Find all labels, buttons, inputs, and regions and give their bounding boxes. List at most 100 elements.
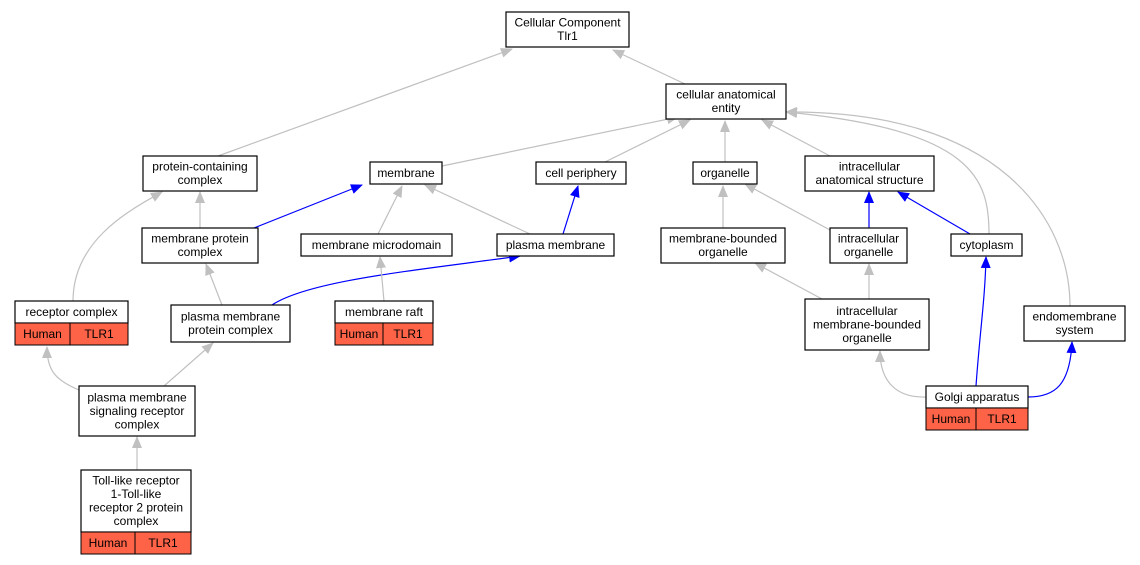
- node-label-line: receptor complex: [25, 305, 117, 319]
- node-label-line: cell periphery: [545, 166, 616, 180]
- node-box: [804, 298, 930, 351]
- node-mmd[interactable]: membrane microdomain: [300, 233, 453, 257]
- node-label-line: complex: [178, 173, 223, 187]
- node-box: [804, 155, 935, 192]
- node-label-line: organelle: [842, 331, 892, 345]
- node-cyto[interactable]: cytoplasm: [950, 233, 1023, 257]
- node-box: [369, 161, 443, 185]
- node-label-line: intracellular: [836, 304, 897, 318]
- edge-pm-to-membrane: [424, 184, 531, 235]
- node-label-line: complex: [115, 417, 160, 431]
- edge-golgi-to-ems: [1027, 341, 1077, 398]
- annotation-cell: [69, 322, 129, 346]
- node-organelle[interactable]: organelle: [692, 161, 758, 185]
- annotation-gene: TLR1: [393, 327, 423, 341]
- node-label-line: plasma membrane: [506, 238, 606, 252]
- node-box: [78, 385, 196, 437]
- edges-layer: [42, 48, 1077, 470]
- node-cellper[interactable]: cell periphery: [535, 161, 627, 185]
- edge-ias-to-cae: [761, 119, 831, 157]
- edge-mmd-to-membrane: [377, 185, 403, 235]
- node-label-line: membrane-bounded: [669, 232, 777, 246]
- node-membrane[interactable]: membrane: [369, 161, 443, 185]
- node-box: [692, 161, 758, 185]
- edge-mpc-to-membrane: [253, 184, 363, 229]
- edge-pmpc-to-mpc: [205, 263, 223, 306]
- node-box: [170, 304, 291, 343]
- edge-golgi-to-cyto: [975, 256, 991, 387]
- node-label-line: membrane raft: [345, 305, 424, 319]
- node-label-line: cytoplasm: [959, 238, 1013, 252]
- annotation-cell: [382, 322, 434, 346]
- annotation-species: Human: [23, 327, 62, 341]
- node-box: [950, 233, 1023, 257]
- node-label-line: Tlr1: [557, 29, 578, 43]
- annotation-gene: TLR1: [987, 412, 1017, 426]
- node-label-line: organelle: [700, 166, 750, 180]
- node-label-line: complex: [114, 514, 159, 528]
- edge-cyto-to-cae: [785, 108, 990, 235]
- annotation-species: Human: [89, 536, 128, 550]
- node-box: [665, 83, 787, 120]
- node-label-line: plasma membrane: [181, 310, 281, 324]
- edge-pm-to-cellper: [562, 185, 580, 235]
- edge-pmpc-to-pm: [271, 252, 521, 306]
- edge-imbo-to-mbo: [754, 262, 823, 300]
- node-label-line: Cellular Component: [514, 16, 621, 30]
- edge-pmsrc-to-rc: [42, 346, 80, 391]
- node-box: [142, 155, 258, 192]
- node-box: [660, 227, 786, 264]
- node-label-line: protein complex: [188, 323, 273, 337]
- edge-cellper-to-cae: [604, 119, 691, 163]
- node-box: [505, 11, 630, 48]
- edge-pcc-to-root: [217, 48, 513, 157]
- annotation-cell: [975, 407, 1029, 431]
- node-label-line: intracellular: [838, 232, 899, 246]
- node-box: [300, 233, 453, 257]
- annotation-gene: TLR1: [84, 327, 114, 341]
- node-label-line: endomembrane: [1032, 310, 1116, 324]
- node-box: [80, 469, 192, 533]
- edge-io-to-organelle: [744, 183, 831, 231]
- annotation-cell: [134, 531, 192, 555]
- node-label-line: organelle: [698, 245, 748, 259]
- node-box: [829, 227, 908, 264]
- node-label-line: 1-Toll-like: [111, 487, 162, 501]
- edge-golgi-to-imbo: [875, 350, 927, 398]
- annotation-species: Human: [932, 412, 971, 426]
- node-label-line: membrane protein: [151, 232, 248, 246]
- node-label-line: signaling receptor: [90, 404, 185, 418]
- edge-rc-to-pcc: [72, 191, 163, 302]
- edge-mraft-to-mmd: [376, 256, 386, 302]
- annotation-gene: TLR1: [148, 536, 178, 550]
- node-label-line: plasma membrane: [87, 390, 187, 404]
- annotation-species: Human: [340, 327, 379, 341]
- edge-cae-to-root: [612, 49, 686, 85]
- node-box: [1023, 305, 1126, 342]
- edge-cyto-to-ias: [897, 191, 971, 235]
- node-label-line: Golgi apparatus: [935, 390, 1020, 404]
- node-pm[interactable]: plasma membrane: [496, 233, 615, 257]
- node-label-line: membrane microdomain: [312, 238, 441, 252]
- node-label-line: complex: [178, 245, 223, 259]
- node-label-line: system: [1055, 323, 1093, 337]
- node-label-line: intracellular: [839, 160, 900, 174]
- node-label-line: entity: [712, 101, 741, 115]
